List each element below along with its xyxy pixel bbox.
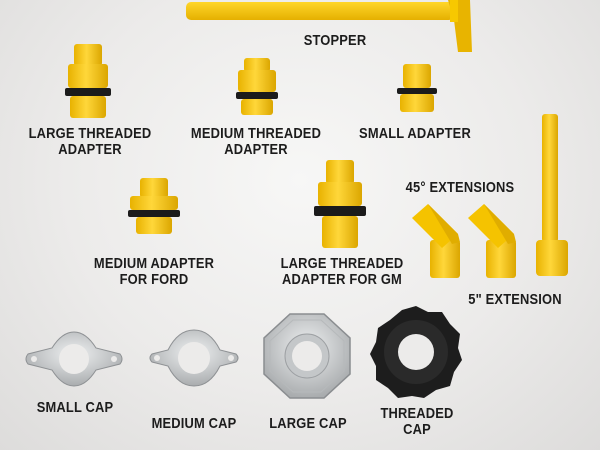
label-small-adapter: SMALL ADAPTER: [359, 125, 471, 142]
label-threaded-cap: THREADED CAP: [380, 405, 454, 438]
label-small-cap: SMALL CAP: [36, 399, 114, 416]
small-adapter-icon: [397, 64, 437, 112]
label-5-inch-extension: 5" EXTENSION: [468, 291, 562, 308]
label-medium-cap: MEDIUM CAP: [151, 415, 237, 432]
threaded-cap-icon: [370, 306, 462, 398]
small-cap-icon: [25, 331, 123, 387]
medium-adapter-ford-icon: [128, 178, 180, 234]
stopper-icon: [186, 0, 472, 52]
label-large-threaded-adapter-gm: LARGE THREADED ADAPTER FOR GM: [280, 255, 404, 288]
label-45-extensions: 45° EXTENSIONS: [405, 179, 515, 196]
label-medium-adapter-ford: MEDIUM ADAPTER FOR FORD: [93, 255, 215, 288]
label-large-cap: LARGE CAP: [269, 415, 347, 432]
large-threaded-adapter-icon: [65, 44, 111, 118]
5-inch-extension-icon: [536, 114, 568, 276]
large-cap-icon: [263, 313, 351, 399]
label-medium-threaded-adapter: MEDIUM THREADED ADAPTER: [190, 125, 322, 158]
45-extension-icon-1: [412, 204, 460, 278]
45-extension-icon-2: [468, 204, 516, 278]
medium-cap-icon: [149, 329, 239, 387]
medium-threaded-adapter-icon: [236, 58, 278, 115]
label-large-threaded-adapter: LARGE THREADED ADAPTER: [28, 125, 152, 158]
label-stopper: STOPPER: [303, 32, 367, 49]
large-threaded-adapter-gm-icon: [314, 160, 366, 248]
